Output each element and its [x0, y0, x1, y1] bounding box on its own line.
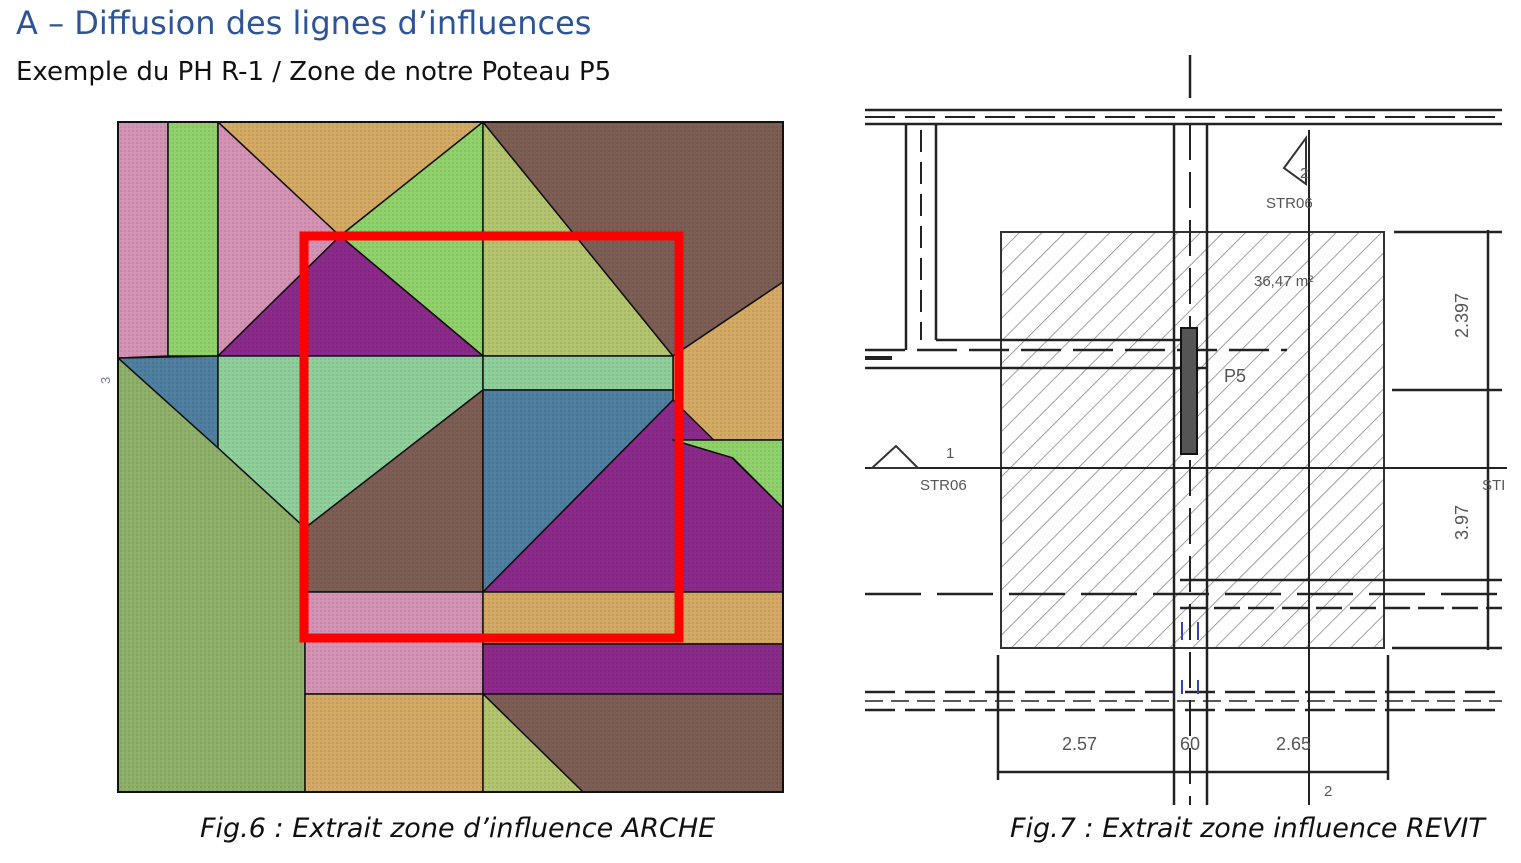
revit-influence-figure: STR06 2 STR06 1 STI 36,47 m² P5 2.397 3.… — [865, 55, 1507, 805]
figure-revit-caption: Fig.7 : Extrait zone influence REVIT — [1010, 813, 1485, 844]
axis-label: 3 — [100, 377, 113, 384]
column-label: P5 — [1224, 366, 1246, 386]
section-label-left: STR06 — [920, 477, 967, 494]
page-title: A – Diffusion des lignes d’influences — [16, 4, 592, 42]
dim-right-top: 2.397 — [1452, 293, 1472, 338]
detail-marks — [1181, 622, 1199, 694]
highlight-frame — [299, 231, 684, 643]
section-number-left: 1 — [946, 445, 954, 462]
dim-bottom-mid: 60 — [1180, 734, 1200, 754]
arche-influence-figure: 3 — [100, 121, 784, 793]
section-marker-left — [869, 444, 921, 469]
dim-bottom-right: 2.65 — [1276, 734, 1311, 754]
area-label: 36,47 m² — [1254, 273, 1313, 290]
section-label-right: STI — [1482, 477, 1505, 494]
section-marker-top — [1282, 134, 1307, 186]
section-number-top: 2 — [1300, 165, 1308, 182]
dim-bottom-left: 2.57 — [1062, 734, 1097, 754]
grid-label-bottom: 2 — [1324, 783, 1332, 800]
column-p5 — [1180, 327, 1198, 455]
page-subtitle: Exemple du PH R-1 / Zone de notre Poteau… — [16, 57, 612, 87]
figure-arche-caption: Fig.6 : Extrait zone d’influence ARCHE — [200, 813, 716, 844]
dim-right-bottom: 3.97 — [1452, 505, 1472, 540]
section-label-top: STR06 — [1266, 195, 1313, 212]
